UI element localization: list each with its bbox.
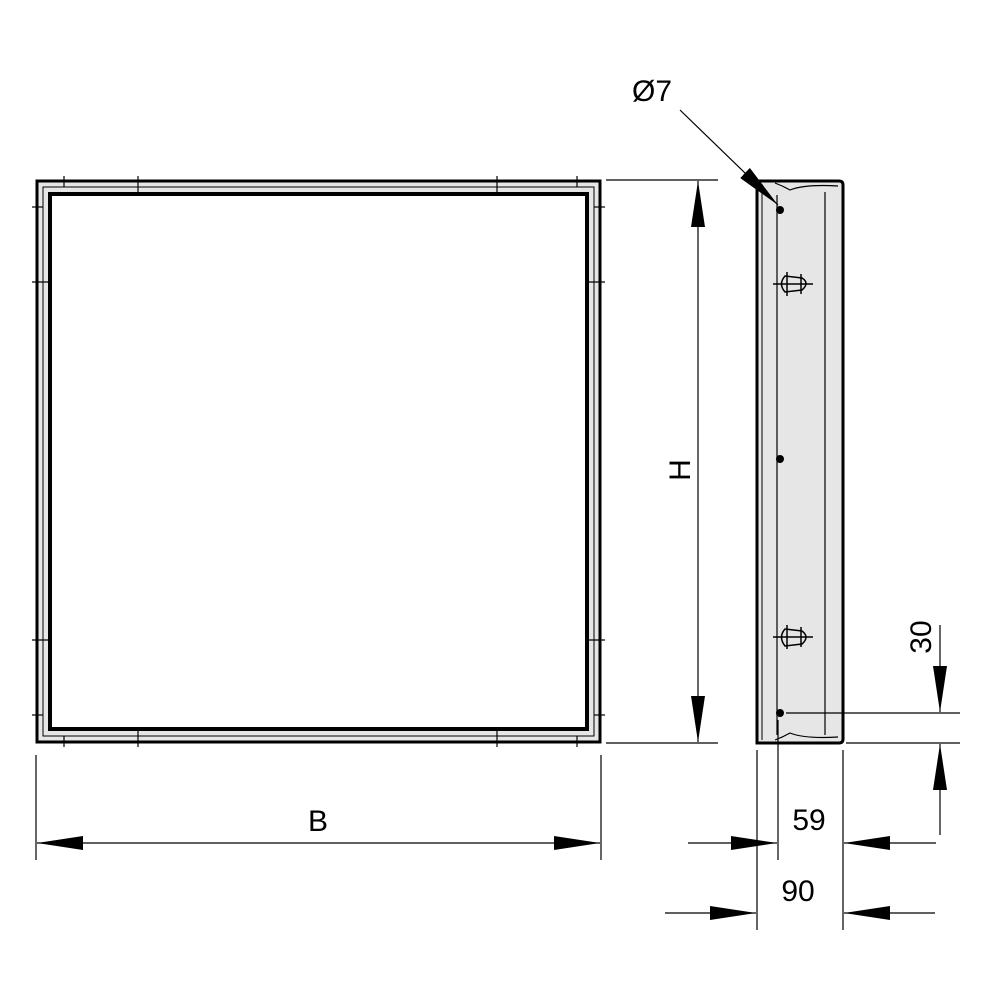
width-label: B — [308, 805, 328, 838]
side-view — [755, 179, 845, 745]
hole-diameter-label: Ø7 — [632, 75, 672, 108]
inner-depth-label: 59 — [792, 804, 825, 837]
dimension-lines — [35, 109, 960, 930]
height-label: H — [664, 459, 697, 481]
keyhole-slots — [773, 272, 813, 649]
hole-offset-label: 30 — [905, 620, 938, 653]
mounting-holes — [776, 206, 784, 717]
total-depth-label: 90 — [781, 875, 814, 908]
frame-hole-marks — [32, 176, 605, 747]
front-view-frame — [32, 176, 605, 747]
